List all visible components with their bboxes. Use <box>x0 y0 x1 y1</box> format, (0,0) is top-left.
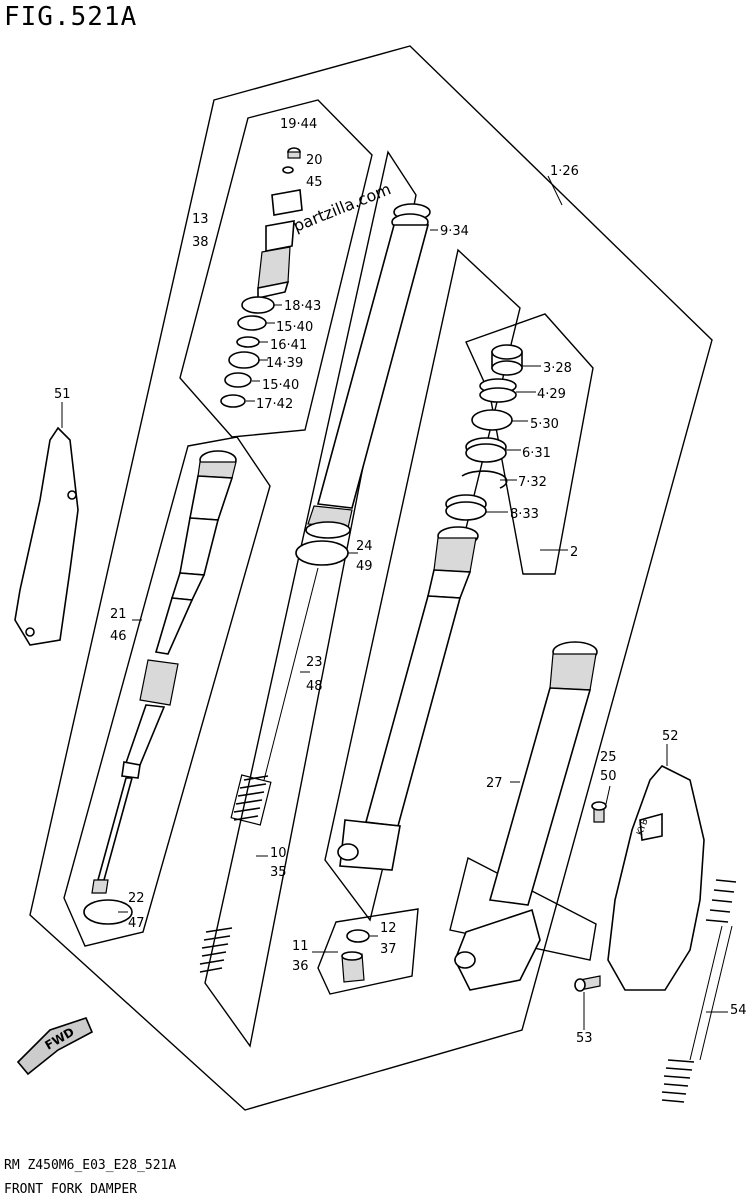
cap-seal-rings <box>220 296 275 408</box>
callout-37: 37 <box>380 942 397 957</box>
callout-18-43: 18·43 <box>284 299 321 314</box>
leaders-bushings <box>486 365 541 513</box>
callout-5-30: 5·30 <box>530 417 559 432</box>
callout-16-41: 16·41 <box>270 338 307 353</box>
callout-11: 11 <box>292 939 309 954</box>
callout-54: 54 <box>730 1003 747 1018</box>
callout-38: 38 <box>192 235 209 250</box>
callout-6-31: 6·31 <box>522 446 551 461</box>
leader-1-26 <box>547 175 563 206</box>
outer-tube <box>305 203 431 539</box>
valve-group-frame <box>317 908 419 995</box>
callout-4-29: 4·29 <box>537 387 566 402</box>
callout-46: 46 <box>110 629 127 644</box>
callout-48: 48 <box>306 679 323 694</box>
callout-23: 23 <box>306 655 323 670</box>
top-cap-group-frame <box>179 99 373 438</box>
callout-36: 36 <box>292 959 309 974</box>
callout-12: 12 <box>380 921 397 936</box>
top-cap-oring <box>282 166 294 174</box>
damper-rod-oring <box>83 899 133 925</box>
callout-17-42: 17·42 <box>256 397 293 412</box>
leader-25 <box>605 785 611 805</box>
axle-holder-group-frame <box>449 856 597 961</box>
air-valve <box>341 951 365 983</box>
callout-35: 35 <box>270 865 287 880</box>
callout-7-32: 7·32 <box>518 475 547 490</box>
dust-seal <box>445 494 487 521</box>
fork-guard-left <box>14 426 79 646</box>
outer-tube-group-frame <box>204 150 417 1048</box>
callout-14-39: 14·39 <box>266 356 303 371</box>
air-valve-oring <box>346 929 370 943</box>
oil-seal <box>465 437 507 463</box>
inner-tube-group-frame <box>324 248 521 922</box>
callout-27: 27 <box>486 776 503 791</box>
top-cap-bolt <box>287 147 301 159</box>
inner-tube-lower <box>454 641 598 991</box>
rebound-spring <box>230 774 272 826</box>
fork-spring <box>661 879 737 1103</box>
figure-code: RM Z450M6_E03_E28_521A <box>4 1158 177 1173</box>
slide-bushing-lower <box>479 378 517 403</box>
callout-1-26: 1·26 <box>550 164 579 179</box>
oil-seal-stopper-ring <box>461 470 508 489</box>
callout-19-44: 19·44 <box>280 117 317 132</box>
slide-bushing-upper <box>491 344 523 376</box>
callout-45: 45 <box>306 175 323 190</box>
callout-21: 21 <box>110 607 127 622</box>
leaders-seals <box>246 304 282 402</box>
callout-2: 2 <box>570 545 578 560</box>
fork-cap-assembly <box>257 189 303 299</box>
guard-bolt-upper <box>591 801 607 823</box>
seat-washer <box>471 409 513 431</box>
callout-49: 49 <box>356 559 373 574</box>
callout-52: 52 <box>662 729 679 744</box>
callout-53: 53 <box>576 1031 593 1046</box>
callout-8-33: 8·33 <box>510 507 539 522</box>
fork-guard-right <box>607 765 705 991</box>
assembly-outline-frame <box>29 45 713 1111</box>
callout-10: 10 <box>270 846 287 861</box>
spring-guide-line <box>263 567 319 781</box>
damper-rod-group-frame <box>63 436 271 947</box>
damper-cylinder <box>91 450 237 894</box>
callout-47: 47 <box>128 916 145 931</box>
callout-15-40-lower: 15·40 <box>262 378 299 393</box>
inner-tube-upper <box>337 526 479 871</box>
figure-name: FRONT FORK DAMPER <box>4 1182 138 1197</box>
guard-bolt-lower <box>574 975 601 992</box>
figure-title: FIG.521A <box>4 2 138 32</box>
callout-3-28: 3·28 <box>543 361 572 376</box>
main-spring-lower <box>199 927 233 973</box>
callout-22: 22 <box>128 891 145 906</box>
callout-51: 51 <box>54 387 71 402</box>
callout-24: 24 <box>356 539 373 554</box>
callout-25: 25 <box>600 750 617 765</box>
outer-tube-oring <box>295 540 349 566</box>
callout-9-34: 9·34 <box>440 224 469 239</box>
forward-direction-badge: FWD <box>16 1017 94 1076</box>
callout-13: 13 <box>192 212 209 227</box>
callout-15-40-upper: 15·40 <box>276 320 313 335</box>
callout-20: 20 <box>306 153 323 168</box>
callout-50: 50 <box>600 769 617 784</box>
